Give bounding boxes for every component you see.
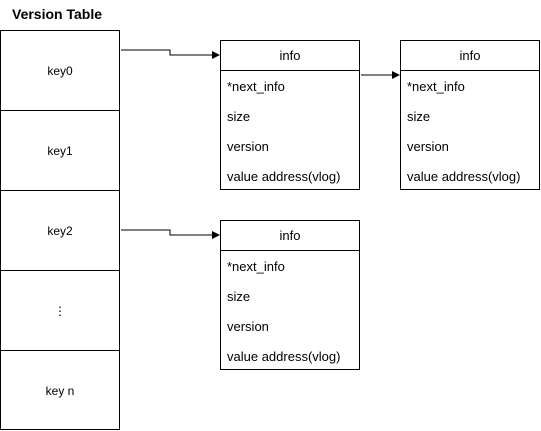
version-table-row-key2: key2 bbox=[1, 191, 119, 271]
info-box-key0-first: info *next_info size version value addre… bbox=[220, 40, 360, 190]
arrow-key0-to-info bbox=[121, 49, 220, 59]
info-field-value-address: value address(vlog) bbox=[227, 168, 341, 184]
version-table-row-key1: key1 bbox=[1, 111, 119, 191]
info-field-next-info: *next_info bbox=[227, 78, 285, 94]
info-field-value-address: value address(vlog) bbox=[227, 348, 341, 364]
info-field-version: version bbox=[407, 138, 449, 154]
info-field-size: size bbox=[227, 288, 251, 304]
diagram-title: Version Table bbox=[12, 6, 102, 22]
info-box-header: info bbox=[221, 41, 359, 71]
version-table-row-keyn: key n bbox=[45, 384, 75, 398]
version-table-row-ellipsis: ⋮ bbox=[1, 271, 119, 351]
info-field-version: version bbox=[227, 318, 269, 334]
info-field-version: version bbox=[227, 138, 269, 154]
info-field-size: size bbox=[407, 108, 431, 124]
info-box-header: info bbox=[221, 221, 359, 251]
info-field-size: size bbox=[227, 108, 251, 124]
version-table-row-key0: key0 bbox=[1, 31, 119, 111]
info-box-header: info bbox=[401, 41, 539, 71]
arrow-key2-to-info bbox=[121, 229, 220, 239]
info-field-value-address: value address(vlog) bbox=[407, 168, 521, 184]
info-box-key2: info *next_info size version value addre… bbox=[220, 220, 360, 370]
info-field-next-info: *next_info bbox=[407, 78, 465, 94]
info-field-next-info: *next_info bbox=[227, 258, 285, 274]
info-box-key0-second: info *next_info size version value addre… bbox=[400, 40, 540, 190]
version-table: key0 key1 key2 ⋮ key n bbox=[0, 30, 120, 430]
